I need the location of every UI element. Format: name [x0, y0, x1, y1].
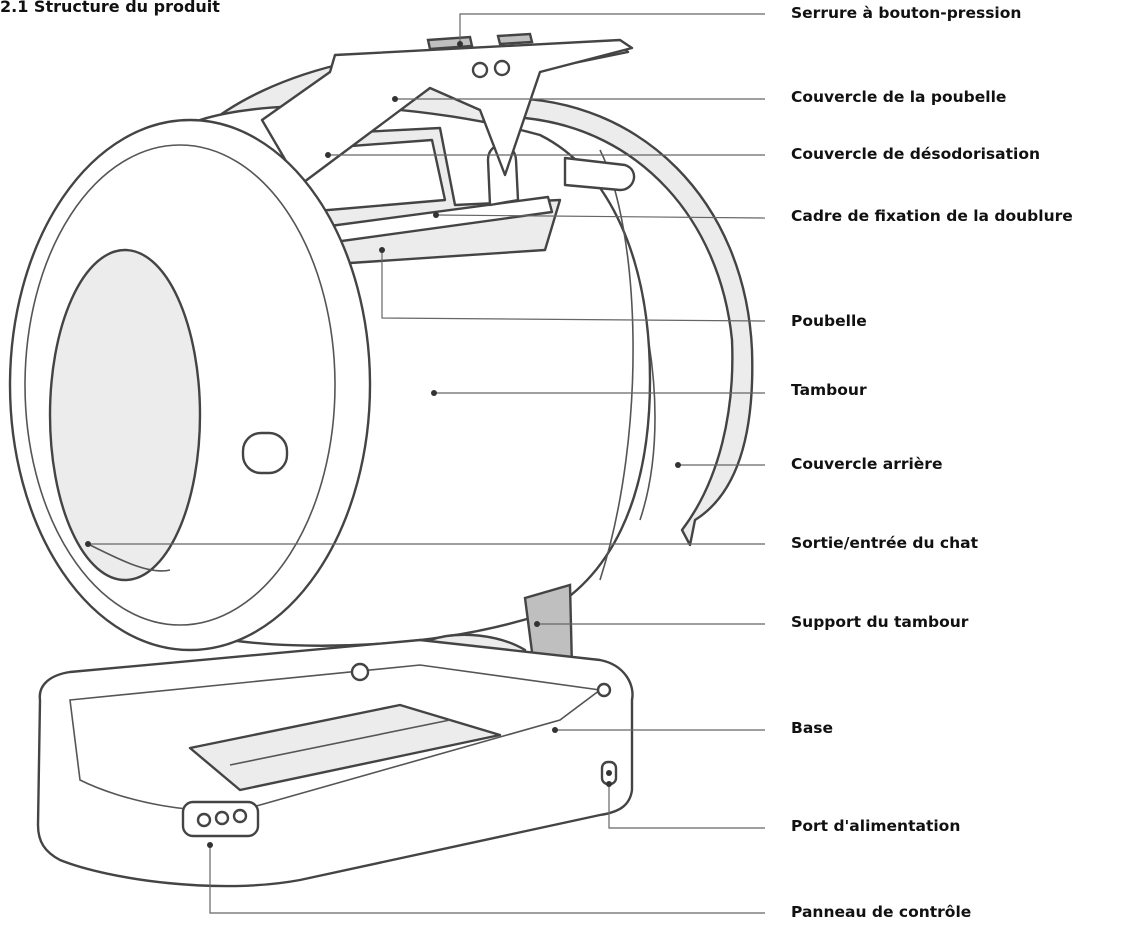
drum-front-ring-inner	[24, 144, 336, 626]
label-tambour: Tambour	[791, 381, 867, 399]
label-panneau-controle: Panneau de contrôle	[791, 903, 972, 921]
leader-poubelle	[381, 250, 766, 322]
control-button-1	[196, 812, 212, 828]
snap-lock-shape	[426, 35, 474, 51]
base-tray-line	[229, 719, 451, 766]
snap-lock-shape-2	[496, 32, 534, 46]
label-sortie-entree: Sortie/entrée du chat	[791, 534, 978, 552]
label-couvercle-desodorisation: Couvercle de désodorisation	[791, 145, 1041, 163]
label-port-alimentation: Port d'alimentation	[791, 817, 961, 835]
cat-entrance-shape	[48, 248, 202, 582]
leader-serrure	[459, 13, 765, 44]
control-button-3	[232, 808, 248, 824]
lid-hinge	[471, 61, 489, 79]
label-cadre-fixation: Cadre de fixation de la doublure	[791, 207, 1073, 225]
label-support-tambour: Support du tambour	[791, 613, 969, 631]
lid-hinge-2	[493, 59, 511, 77]
base-foot	[350, 662, 370, 682]
label-couvercle-arriere: Couvercle arrière	[791, 455, 943, 473]
side-handle-shape	[563, 156, 636, 192]
page-title: 2.1 Structure du produit	[0, 0, 220, 16]
power-port-hole	[606, 770, 612, 776]
leader-port-alimentation	[608, 784, 765, 829]
bin-lid-panel-shape	[260, 38, 634, 187]
cat-entrance-rim	[89, 544, 171, 572]
label-base: Base	[791, 719, 834, 737]
label-serrure: Serrure à bouton-pression	[791, 4, 1022, 22]
control-button-2	[214, 810, 230, 826]
rear-cover-shape	[503, 96, 754, 547]
label-poubelle: Poubelle	[791, 312, 867, 330]
leader-cadre-fixation	[435, 214, 766, 219]
leader-panneau-controle	[209, 845, 765, 914]
label-couvercle-poubelle: Couvercle de la poubelle	[791, 88, 1007, 106]
base-screw	[596, 682, 612, 698]
sensor-window-shape	[241, 431, 289, 475]
